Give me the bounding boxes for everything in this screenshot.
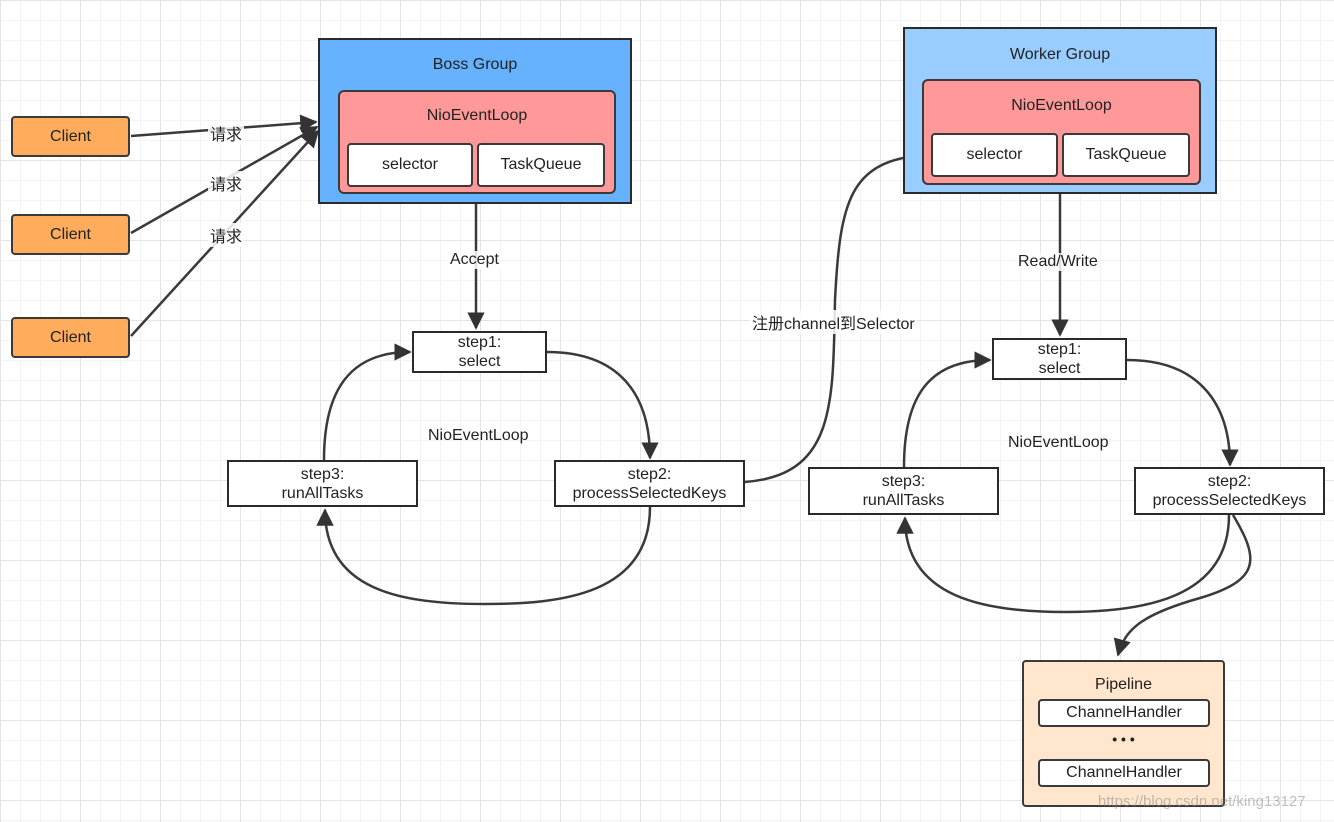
register-arrow bbox=[744, 147, 928, 484]
request-label: 请求 bbox=[208, 171, 245, 195]
watermark: https://blog.csdn.net/king13127 bbox=[1098, 793, 1306, 810]
boss-group: Boss Group NioEventLoop selector TaskQue… bbox=[318, 38, 632, 204]
boss-step3-text: runAllTasks bbox=[281, 484, 364, 502]
pipeline-title: Pipeline bbox=[1095, 676, 1152, 693]
boss-step3: step3: runAllTasks bbox=[227, 460, 418, 507]
worker-selector: selector bbox=[931, 133, 1058, 177]
worker-step1-title: step1: bbox=[1037, 341, 1082, 358]
boss-group-title: Boss Group bbox=[432, 56, 518, 73]
boss-step2-title: step2: bbox=[627, 465, 672, 483]
boss-cycle-arrow-3 bbox=[322, 343, 412, 461]
boss-cycle-arrow-1 bbox=[546, 350, 659, 460]
request-label: 请求 bbox=[208, 121, 245, 145]
client-label: Client bbox=[50, 328, 91, 346]
worker-group-title: Worker Group bbox=[1009, 46, 1111, 63]
worker-cycle-arrow-3 bbox=[902, 351, 992, 468]
worker-step3-text: runAllTasks bbox=[862, 492, 945, 509]
client-node: Client bbox=[11, 214, 130, 255]
worker-taskqueue: TaskQueue bbox=[1062, 133, 1190, 177]
boss-cycle-arrow-2 bbox=[316, 506, 652, 606]
boss-step2-text: processSelectedKeys bbox=[572, 484, 727, 502]
worker-event-loop-title: NioEventLoop bbox=[1011, 97, 1112, 114]
pipeline-box: Pipeline ChannelHandler • • • ChannelHan… bbox=[1022, 660, 1225, 807]
boss-cycle-label: NioEventLoop bbox=[428, 427, 529, 444]
accept-label: Accept bbox=[448, 251, 501, 269]
client-node: Client bbox=[11, 116, 130, 157]
worker-cycle-arrow-1 bbox=[1126, 358, 1239, 467]
boss-selector: selector bbox=[347, 143, 473, 187]
worker-step2-title: step2: bbox=[1207, 473, 1252, 490]
client-label: Client bbox=[50, 225, 91, 243]
request-label: 请求 bbox=[208, 223, 245, 247]
boss-event-loop-title: NioEventLoop bbox=[426, 107, 528, 124]
boss-taskqueue: TaskQueue bbox=[477, 143, 605, 187]
readwrite-label: Read/Write bbox=[1016, 253, 1100, 271]
pipeline-arrow bbox=[1113, 514, 1252, 657]
worker-cycle-label: NioEventLoop bbox=[1008, 434, 1109, 451]
pipeline-ellipsis: • • • bbox=[1112, 731, 1135, 747]
client-label: Client bbox=[50, 127, 91, 145]
boss-event-loop: NioEventLoop selector TaskQueue bbox=[338, 90, 616, 194]
worker-step2: step2: processSelectedKeys bbox=[1134, 467, 1325, 515]
boss-step3-title: step3: bbox=[300, 465, 345, 483]
client-node: Client bbox=[11, 317, 130, 358]
worker-step1: step1: select bbox=[992, 338, 1127, 380]
worker-step2-text: processSelectedKeys bbox=[1152, 492, 1307, 509]
worker-group: Worker Group NioEventLoop selector TaskQ… bbox=[903, 27, 1217, 194]
channel-handler: ChannelHandler bbox=[1038, 699, 1210, 727]
worker-step3: step3: runAllTasks bbox=[808, 467, 999, 515]
channel-handler: ChannelHandler bbox=[1038, 759, 1210, 787]
boss-step2: step2: processSelectedKeys bbox=[554, 460, 745, 507]
worker-step1-text: select bbox=[1038, 360, 1081, 377]
boss-step1-text: select bbox=[458, 353, 501, 370]
boss-step1-title: step1: bbox=[457, 334, 502, 351]
register-label: 注册channel到Selector bbox=[750, 310, 917, 334]
worker-cycle-arrow-2 bbox=[896, 514, 1231, 614]
worker-event-loop: NioEventLoop selector TaskQueue bbox=[922, 79, 1201, 185]
boss-step1: step1: select bbox=[412, 331, 547, 373]
worker-step3-title: step3: bbox=[881, 473, 926, 490]
